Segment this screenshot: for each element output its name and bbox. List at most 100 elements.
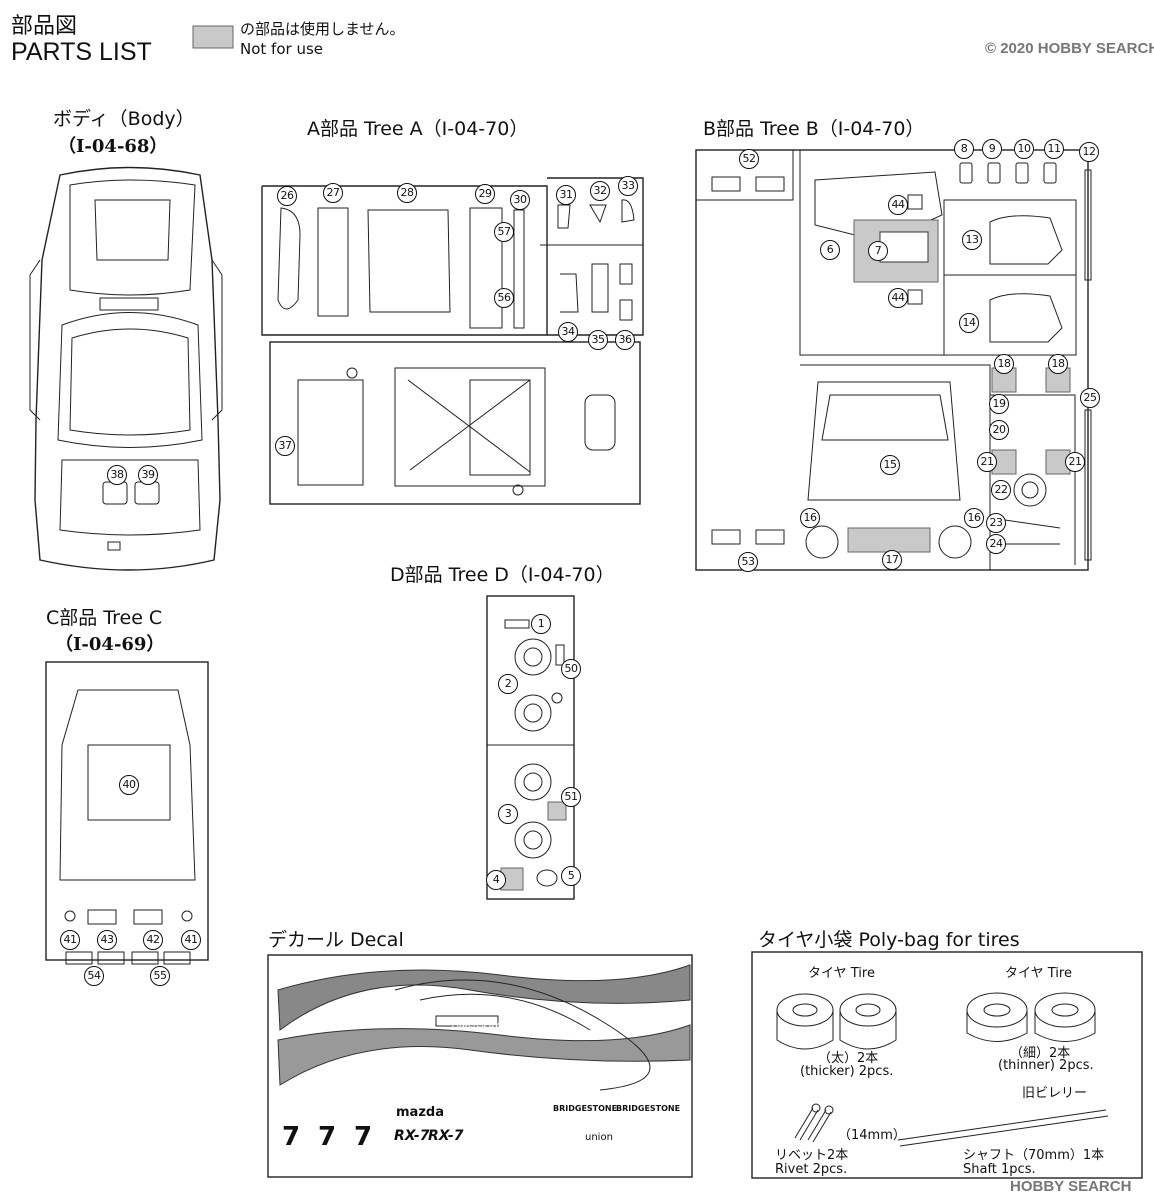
part-number: 4 xyxy=(486,870,506,890)
part-number: 44 xyxy=(888,288,908,308)
part-number: 50 xyxy=(561,659,581,679)
part-number: 31 xyxy=(556,185,576,205)
part-number: 32 xyxy=(590,181,610,201)
rivet-size: （14mm） xyxy=(838,1128,906,1143)
polybag-title: タイヤ小袋 Poly-bag for tires xyxy=(758,929,1020,951)
decal-mazda: mazda xyxy=(396,1105,444,1120)
part-number: 22 xyxy=(991,480,1011,500)
thin-en: (thinner) 2pcs. xyxy=(998,1058,1094,1073)
part-number: 25 xyxy=(1080,388,1100,408)
rivet-en: Rivet 2pcs. xyxy=(775,1162,848,1177)
part-number: 18 xyxy=(1048,354,1068,374)
decal-bridgestone-2: BRIDGESTONE xyxy=(616,1104,681,1113)
body-code: （I-04-68） xyxy=(58,136,168,157)
part-number: 11 xyxy=(1044,139,1064,159)
thin-ja: （細）2本 xyxy=(1010,1046,1071,1061)
part-number: 55 xyxy=(150,966,170,986)
part-number: 57 xyxy=(494,222,514,242)
part-number: 38 xyxy=(107,465,127,485)
decal-number-3: 7 xyxy=(354,1122,373,1152)
part-number: 54 xyxy=(84,966,104,986)
shaft-en: Shaft 1pcs. xyxy=(963,1162,1036,1177)
tire-left-label: タイヤ Tire xyxy=(808,966,875,981)
watermark-bottom: HOBBY SEARCH xyxy=(1010,1178,1132,1195)
polybag-drawing xyxy=(751,951,1143,1179)
tire-right-label: タイヤ Tire xyxy=(1005,966,1072,981)
part-number: 14 xyxy=(959,313,979,333)
part-number: 15 xyxy=(880,455,900,475)
part-number: 26 xyxy=(277,186,297,206)
part-number: 12 xyxy=(1079,142,1099,162)
title-ja: 部品図 xyxy=(11,14,78,39)
part-number: 24 xyxy=(986,534,1006,554)
part-number: 1 xyxy=(531,614,551,634)
part-number: 53 xyxy=(738,552,758,572)
part-number: 21 xyxy=(977,452,997,472)
part-number: 33 xyxy=(618,176,638,196)
part-number: 7 xyxy=(868,241,888,261)
part-number: 52 xyxy=(739,149,759,169)
thick-ja: （太）2本 xyxy=(818,1051,879,1066)
not-for-use-swatch xyxy=(192,25,234,49)
part-number: 2 xyxy=(498,674,518,694)
tree-c-drawing xyxy=(45,661,209,965)
part-number: 43 xyxy=(97,930,117,950)
tree-b-title: B部品 Tree B（I-04-70） xyxy=(703,118,925,140)
part-number: 16 xyxy=(964,508,984,528)
decal-slogan: Powered By Rotary xyxy=(452,1020,529,1029)
tree-c-code: （I-04-69） xyxy=(55,634,165,655)
part-number: 39 xyxy=(138,465,158,485)
watermark-top: © 2020 HOBBY SEARCH xyxy=(985,40,1154,57)
part-number: 41 xyxy=(60,930,80,950)
decal-union: union xyxy=(585,1132,613,1143)
tree-a-title: A部品 Tree A（I-04-70） xyxy=(307,118,529,140)
shaft-ja: シャフト（70mm）1本 xyxy=(963,1148,1105,1163)
part-number: 16 xyxy=(800,508,820,528)
part-number: 6 xyxy=(820,240,840,260)
part-number: 13 xyxy=(962,230,982,250)
legend-ja: の部品は使用しません。 xyxy=(240,20,405,38)
decal-title: デカール Decal xyxy=(268,929,404,951)
decal-rx7-2: RX-7 xyxy=(428,1128,464,1144)
part-number: 5 xyxy=(561,866,581,886)
title-en: PARTS LIST xyxy=(11,38,152,66)
part-number: 23 xyxy=(986,513,1006,533)
part-number: 21 xyxy=(1065,452,1085,472)
part-number: 27 xyxy=(323,183,343,203)
part-number: 17 xyxy=(882,550,902,570)
part-number: 40 xyxy=(119,775,139,795)
legend-en: Not for use xyxy=(240,40,323,58)
part-number: 44 xyxy=(888,195,908,215)
decal-rx7-1: RX-7 xyxy=(394,1128,430,1144)
tree-a-drawing xyxy=(261,177,644,505)
part-number: 35 xyxy=(588,330,608,350)
part-number: 56 xyxy=(494,288,514,308)
part-number: 34 xyxy=(558,322,578,342)
part-number: 8 xyxy=(954,139,974,159)
tree-d-drawing xyxy=(486,595,575,900)
decal-number-1: 7 xyxy=(282,1122,301,1152)
thick-en: (thicker) 2pcs. xyxy=(800,1064,894,1079)
part-number: 10 xyxy=(1014,139,1034,159)
part-number: 19 xyxy=(989,394,1009,414)
decal-bridgestone-1: BRIDGESTONE xyxy=(553,1104,618,1113)
part-number: 51 xyxy=(561,787,581,807)
part-number: 36 xyxy=(615,330,635,350)
part-number: 9 xyxy=(982,139,1002,159)
decal-number-2: 7 xyxy=(318,1122,337,1152)
part-number: 30 xyxy=(510,190,530,210)
rivet-ja: リベット2本 xyxy=(775,1148,849,1163)
part-number: 37 xyxy=(275,436,295,456)
tree-b-drawing xyxy=(695,149,1092,571)
body-title: ボディ（Body） xyxy=(53,108,195,130)
part-number: 3 xyxy=(498,804,518,824)
part-number: 42 xyxy=(143,930,163,950)
part-number: 41 xyxy=(181,930,201,950)
decal-sheet-drawing xyxy=(267,954,693,1178)
part-number: 18 xyxy=(994,354,1014,374)
part-number: 28 xyxy=(397,183,417,203)
tree-d-title: D部品 Tree D（I-04-70） xyxy=(390,564,615,586)
body-drawing xyxy=(29,166,223,571)
tree-c-title: C部品 Tree C xyxy=(46,607,163,629)
